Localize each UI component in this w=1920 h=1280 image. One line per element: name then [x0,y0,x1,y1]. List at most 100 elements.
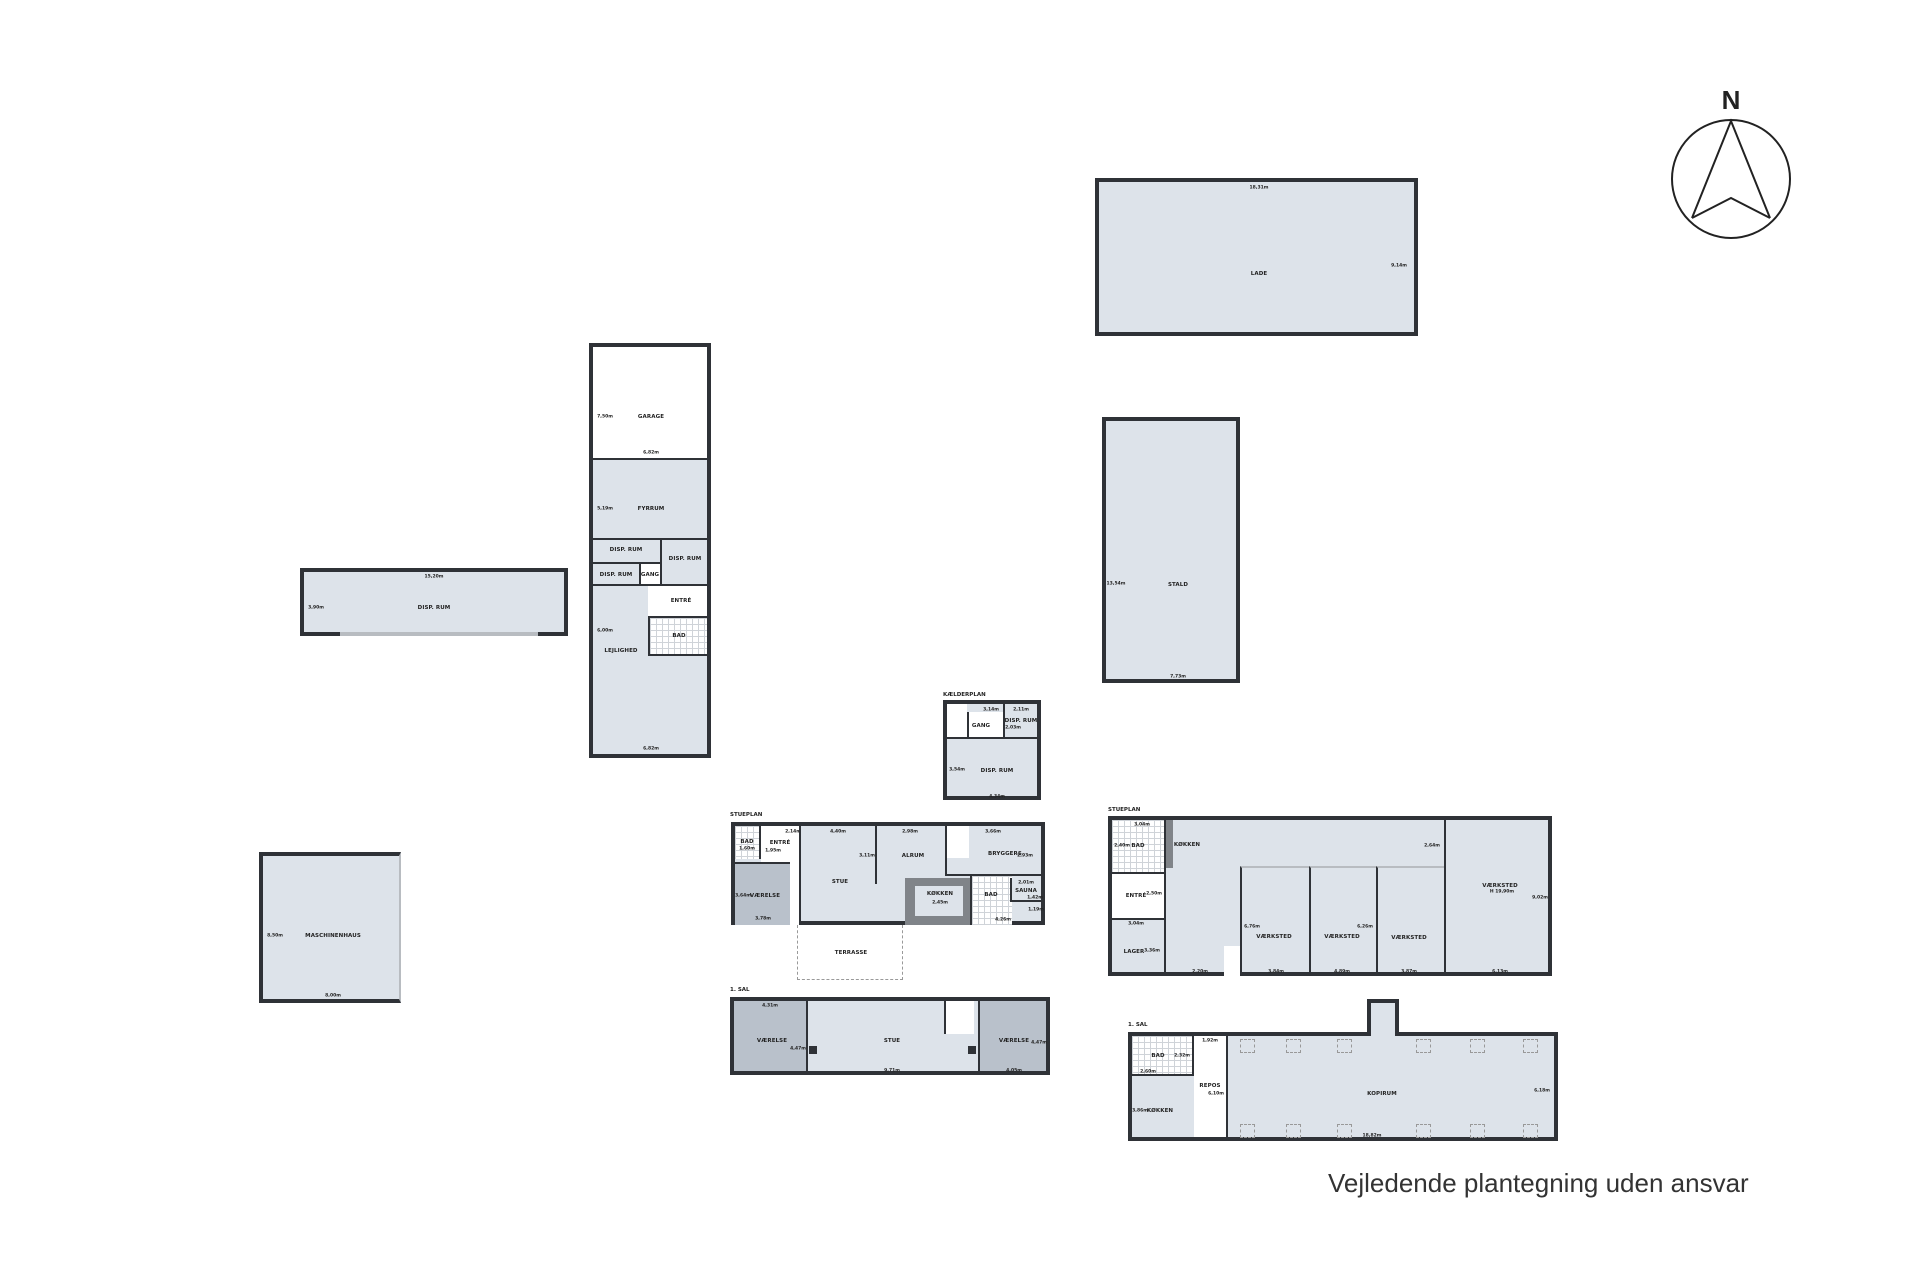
dimension: 6,13m [1492,969,1508,975]
room-label-bad: BAD [1131,843,1145,849]
skylight [1337,1124,1352,1138]
plan-title-work-ground: STUEPLAN [1108,807,1141,813]
terrace-label: TERRASSE [834,950,868,956]
compass: N [1670,85,1792,245]
dimension: H 19,90m [1489,889,1515,895]
room-label-disp: DISP. RUM [668,556,702,562]
plan-title-house-first: 1. SAL [730,987,750,993]
dimension: 8,50m [267,933,283,939]
dimension: 9,02m [1532,895,1548,901]
dimension: 9,71m [884,1068,900,1074]
skylight [1286,1039,1301,1053]
building-garage-apartment: 7,50m GARAGE 6,82m 5,19m FYRRUM DISP. RU… [589,343,711,758]
room-label-entre: ENTRÉ [769,840,791,846]
dimension: 3,54m [949,767,965,773]
staircase [947,826,969,858]
wall [799,826,801,925]
skylight [1416,1039,1431,1053]
staircase [944,1001,974,1034]
room-label-vaerksted: VÆRKSTED [1256,934,1292,940]
room-bryggers [945,826,1041,876]
room-kokken [915,886,963,916]
building-disp-rum: 15,20m 3,90m DISP. RUM [300,568,568,636]
dimension: 2,03m [1005,725,1021,731]
room-label-stue: STUE [831,879,849,885]
dimension: 6,00m [597,628,613,634]
room-label-lade: LADE [1250,271,1268,277]
dimension: 3,86m [1132,1108,1148,1114]
room-bad [648,616,707,656]
room-label-maschinenhaus: MASCHINENHAUS [305,933,361,939]
room-entre [1112,872,1166,920]
building-workshop-ground: 3,04m 2,40m BAD ENTRÉ 2,50m 3,04m LAGER … [1108,816,1552,976]
plan-title-house-ground: STUEPLAN [730,812,763,818]
dimension: 4,89m [1334,969,1350,975]
dimension: 4,47m [790,1046,806,1052]
skylight [1470,1039,1485,1053]
room-garage [593,347,707,460]
chimney [809,1046,817,1054]
skylight [1470,1124,1485,1138]
staircase [947,704,967,737]
room-gang [639,564,660,586]
dimension: 4,05m [1006,1068,1022,1074]
room-label-gang: GANG [640,572,660,578]
room-label-kokken: KØKKEN [1173,842,1201,848]
dimension: 3,14m [983,707,999,713]
dimension: 2,45m [932,900,948,906]
dimension: 4,34m [989,794,1005,800]
bump-opening [1371,1032,1395,1036]
room-label-kokken: KØKKEN [1146,1108,1174,1114]
room-gang [967,712,1003,737]
dimension: 2,32m [1174,1053,1190,1059]
room-label-vaerksted: VÆRKSTED [1482,883,1518,889]
dimension: 13,54m [1106,581,1126,587]
dimension: 6,18m [1534,1088,1550,1094]
room-label-disp: DISP. RUM [609,547,643,553]
room-label-bad: BAD [984,892,998,898]
kitchen-counter [1166,820,1173,868]
dimension: 2,64m [1424,843,1440,849]
wall [593,584,707,586]
dimension: 2,60m [1140,1069,1156,1075]
building-workshop-first-bump [1367,999,1399,1036]
dimension: 1,92m [1202,1038,1218,1044]
room-label-entre: ENTRÉ [1125,893,1147,899]
dimension: 2,01m [1018,880,1034,886]
dimension: 2,50m [1146,891,1162,897]
wall [593,538,707,540]
building-lade: 18,31m LADE 9,14m [1095,178,1418,336]
dimension: 6,82m [643,746,659,752]
building-maschinenhaus: 8,50m MASCHINENHAUS 8,00m [259,852,401,1003]
dimension: 3,90m [308,605,324,611]
dimension: 2,20m [1192,969,1208,975]
staircase [1224,946,1242,976]
skylight [1337,1039,1352,1053]
room-disp-small [1003,704,1037,737]
room-label-kokken: KØKKEN [926,891,954,897]
plan-title-kaelder: KÆLDERPLAN [943,692,986,698]
room-entre [761,826,799,862]
dimension: 3,84m [1268,969,1284,975]
building-house-ground: BAD 1,60m ENTRÉ 2,14m 1,95m 3,64m VÆRELS… [731,822,1045,925]
dimension: 15,20m [424,574,444,580]
dimension: 4,31m [762,1003,778,1009]
room-label-gang: GANG [971,723,991,729]
room-label-disp: DISP. RUM [599,572,633,578]
wall [593,562,660,564]
room-vaerksted-3 [1376,866,1444,976]
dimension: 3,36m [1144,948,1160,954]
garage-door[interactable] [340,632,538,636]
room-bad [1132,1036,1194,1076]
skylight [1523,1124,1538,1138]
dimension: 8,00m [325,993,341,999]
room-label-vaerelse: VÆRELSE [998,1038,1030,1044]
terrace: TERRASSE [797,925,903,980]
skylight [1416,1124,1431,1138]
room-label-bad: BAD [740,839,754,845]
wall [875,826,877,884]
dimension: 7,50m [597,414,613,420]
plan-title-work-first: 1. SAL [1128,1022,1148,1028]
dimension: 1,42m [1027,895,1043,901]
wall [947,737,1037,739]
